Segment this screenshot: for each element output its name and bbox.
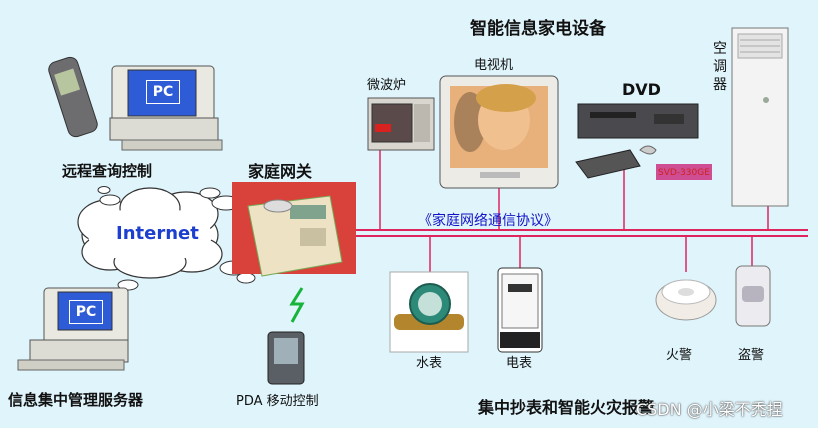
air-conditioner-icon (731, 27, 789, 207)
metering-fire-alarm-title: 集中抄表和智能火灾报警 (478, 398, 655, 417)
remote-pc-icon (109, 65, 223, 151)
wireless-link-icon (289, 287, 305, 323)
pda-icon (267, 331, 305, 385)
fire-alarm-icon (655, 279, 717, 321)
dvd-label: DVD (622, 80, 661, 99)
electric-meter-icon (497, 267, 543, 353)
internet-label: Internet (116, 223, 199, 244)
devices-header-title: 智能信息家电设备 (470, 19, 606, 39)
air-conditioner-label: 空调器 (713, 41, 727, 93)
remote-pc-badge: PC (146, 80, 180, 104)
info-server-label: 信息集中管理服务器 (8, 391, 144, 409)
internet-cloud (77, 187, 223, 279)
remote-query-control-label: 远程查询控制 (62, 162, 153, 180)
protocol-label: 《家庭网络通信协议》 (418, 213, 558, 229)
burglar-alarm-icon (735, 265, 771, 327)
server-pc-icon (17, 287, 129, 371)
fire-alarm-label: 火警 (666, 348, 693, 363)
server-pc-badge: PC (69, 300, 103, 324)
electric-meter-label: 电表 (506, 356, 533, 371)
mobile-phone-icon (48, 56, 98, 138)
home-gateway-label: 家庭网关 (248, 162, 313, 181)
microwave-icon (367, 97, 435, 151)
water-meter-label: 水表 (416, 356, 443, 371)
water-meter-icon (389, 271, 469, 353)
microwave-label: 微波炉 (367, 78, 407, 93)
dvd-player-icon (575, 103, 712, 180)
csdn-watermark: CSDN @小梁不秃捏 (636, 400, 783, 419)
pda-control-label: PDA 移动控制 (236, 394, 319, 409)
home-gateway-icon (232, 182, 356, 277)
tv-icon (439, 75, 559, 189)
dvd-model-label: SVD-330GE (658, 168, 710, 178)
burglar-alarm-label: 盗警 (738, 348, 765, 363)
tv-label: 电视机 (474, 58, 514, 73)
